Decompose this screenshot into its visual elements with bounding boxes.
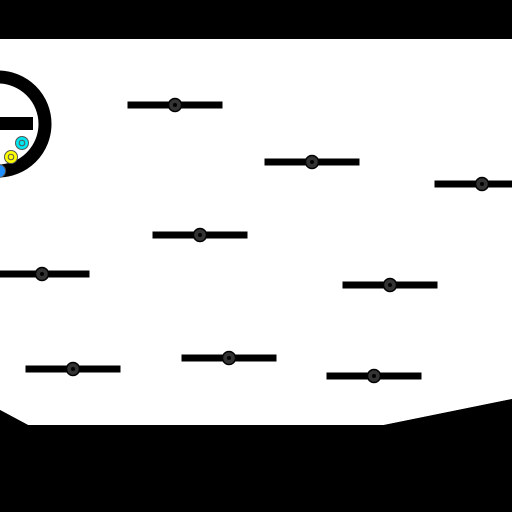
- paddle-pivot-center: [40, 272, 44, 276]
- paddle-pivot-center: [227, 356, 231, 360]
- paddle-pivot-center: [71, 367, 75, 371]
- paddle-layer: [0, 97, 512, 384]
- ball-icon: [4, 150, 18, 164]
- paddle-pivot-center: [198, 233, 202, 237]
- ball: [0, 164, 6, 178]
- ground: [0, 399, 512, 512]
- paddle: [181, 350, 277, 366]
- wheel-spoke: [0, 117, 33, 130]
- ball-icon: [0, 164, 6, 178]
- paddle: [434, 176, 512, 192]
- ball: [15, 136, 29, 150]
- paddle-pivot-center: [480, 182, 484, 186]
- ball-spawner-wheel: [0, 70, 52, 178]
- paddle: [25, 361, 121, 377]
- ball-core: [18, 139, 26, 147]
- ball-core: [7, 153, 15, 161]
- paddle: [264, 154, 360, 170]
- paddle: [0, 266, 90, 282]
- paddle: [127, 97, 223, 113]
- paddle: [342, 277, 438, 293]
- paddle: [326, 368, 422, 384]
- wheel-icon: [0, 70, 52, 178]
- playfield: [0, 39, 512, 425]
- paddle-bar: [434, 180, 512, 188]
- paddle-pivot-center: [173, 103, 177, 107]
- paddle-pivot-center: [372, 374, 376, 378]
- paddle-pivot-center: [388, 283, 392, 287]
- paddle-pivot-center: [310, 160, 314, 164]
- ball: [4, 150, 18, 164]
- ball-icon: [15, 136, 29, 150]
- paddle: [152, 227, 248, 243]
- ceiling-bar: [0, 0, 512, 39]
